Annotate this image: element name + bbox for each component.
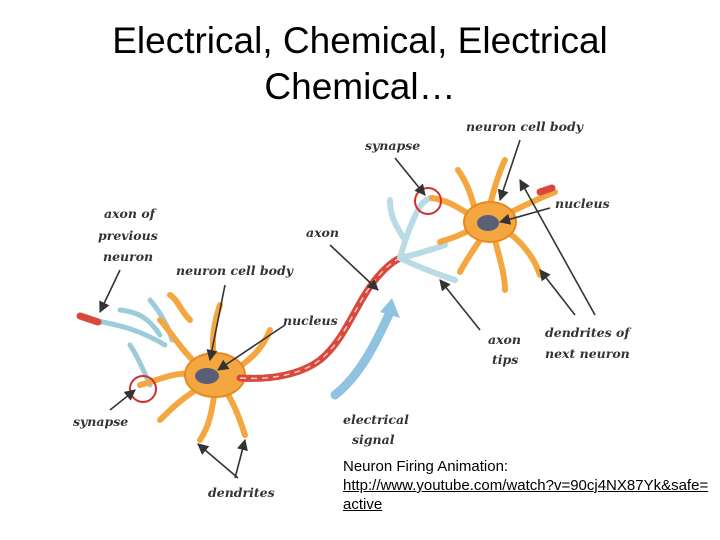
label-neuron-cell-body-top: neuron cell body (466, 119, 584, 134)
label-nucleus-middle: nucleus (283, 313, 338, 328)
previous-axon-end (76, 312, 102, 326)
axon-stripe (239, 257, 401, 380)
label-neuron-cell-body-left: neuron cell body (176, 263, 294, 278)
label-electrical: electrical (343, 412, 409, 427)
label-axon: axon (306, 225, 339, 240)
previous-axon-tips (89, 297, 175, 388)
title-line-1: Electrical, Chemical, Electrical (112, 20, 608, 61)
label-dendrites: dendrites (208, 485, 275, 500)
synapse-circle-top (414, 187, 442, 215)
title-line-2: Chemical… (264, 66, 456, 107)
label-axon-of: axon of (104, 206, 158, 221)
label-previous: previous (98, 228, 158, 243)
right-axon-start (536, 184, 556, 196)
electrical-signal-arrowhead (380, 298, 400, 318)
animation-link[interactable]: http://www.youtube.com/watch?v=90cj4NX87… (343, 477, 709, 513)
left-nucleus (195, 368, 219, 384)
right-nucleus (477, 215, 499, 231)
label-synapse-top: synapse (365, 138, 420, 153)
slide-title: Electrical, Chemical, Electrical Chemica… (40, 18, 680, 110)
neuron-diagram: neuron cell body synapse nucleus axon of… (73, 119, 632, 500)
synapse-circle-bottom (129, 375, 157, 403)
label-axon-tips-2: tips (492, 352, 518, 367)
label-synapse-bottom: synapse (73, 414, 128, 429)
label-signal: signal (352, 432, 395, 447)
pointer-arrows (99, 139, 596, 479)
electrical-signal-arrow (330, 307, 395, 400)
label-dendrites-of: dendrites of (545, 325, 632, 340)
label-nucleus-right: nucleus (555, 196, 610, 211)
label-neuron: neuron (103, 249, 153, 264)
label-axon-tips-1: axon (488, 332, 521, 347)
label-next-neuron: next neuron (545, 346, 630, 361)
caption: Neuron Firing Animation: http://www.yout… (343, 457, 713, 514)
caption-text: Neuron Firing Animation: (343, 458, 509, 475)
